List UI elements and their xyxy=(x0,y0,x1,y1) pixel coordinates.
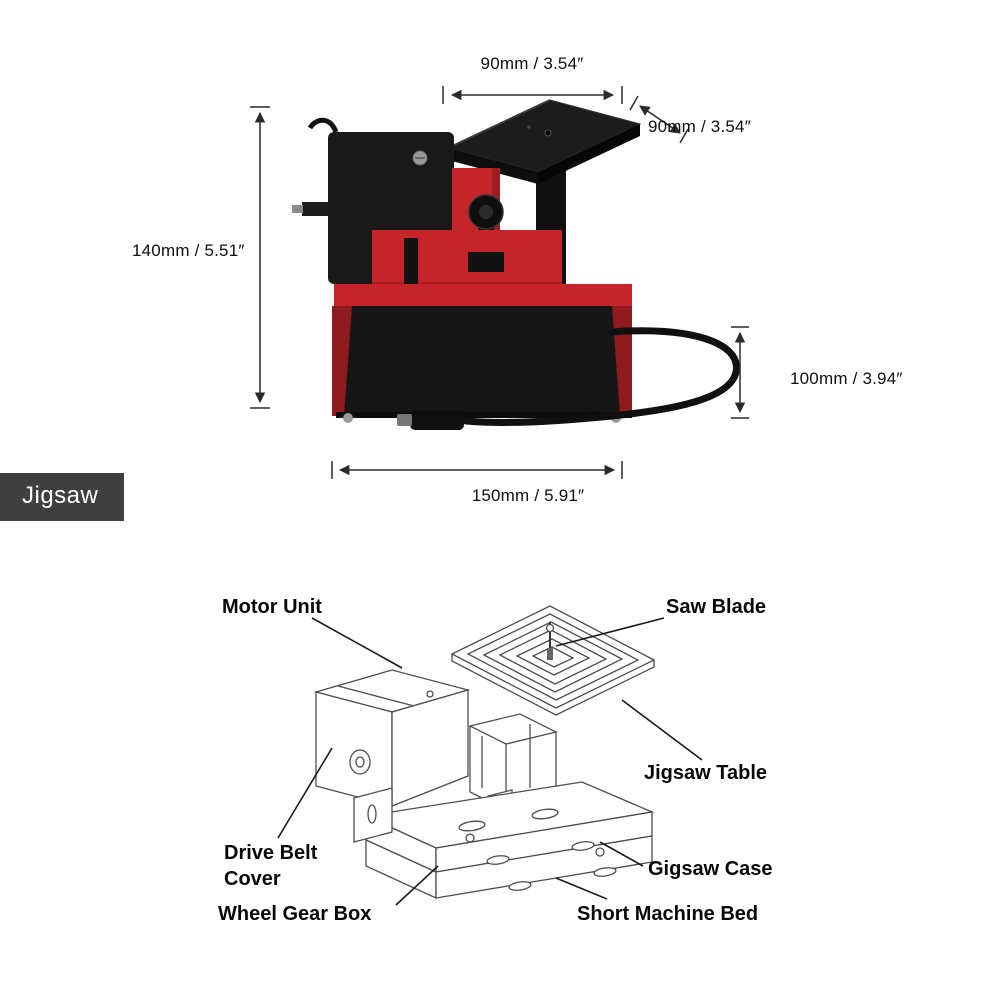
dimension-lines xyxy=(250,86,749,479)
label-saw-blade: Saw Blade xyxy=(666,596,767,618)
label-motor-unit: Motor Unit xyxy=(222,596,322,618)
dimension-table-width: 90mm / 3.54″ xyxy=(480,54,584,73)
dimension-base-height: 100mm / 3.94″ xyxy=(790,369,903,388)
product-name-badge: Jigsaw xyxy=(0,473,125,521)
label-jigsaw-table: Jigsaw Table xyxy=(644,762,768,784)
label-leader-lines xyxy=(277,617,703,906)
label-gigsaw-case: Gigsaw Case xyxy=(648,858,773,880)
label-wheel-gear-box: Wheel Gear Box xyxy=(218,903,372,925)
label-short-machine-bed: Short Machine Bed xyxy=(577,903,759,925)
label-drive-belt-cover: Drive Belt Cover xyxy=(224,842,318,890)
machine-photo xyxy=(292,99,740,430)
technical-line-drawing xyxy=(313,605,656,900)
dimension-overall-height: 140mm / 5.51″ xyxy=(132,241,245,260)
dimension-base-length: 150mm / 5.91″ xyxy=(471,486,585,505)
dimension-table-depth: 90mm / 3.54″ xyxy=(648,117,751,136)
